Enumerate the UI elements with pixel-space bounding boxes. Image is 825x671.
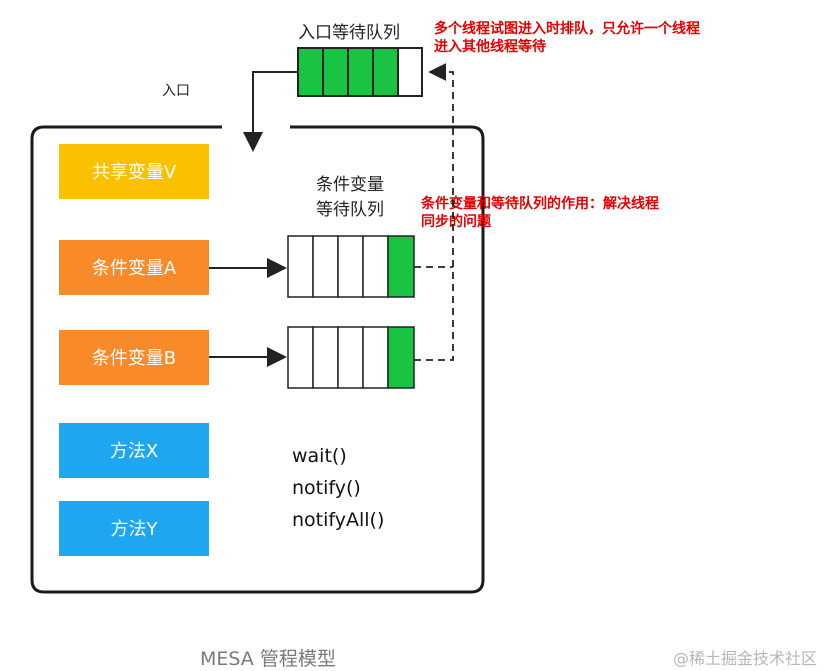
queue-cell: [347, 47, 374, 97]
queue-cell: [387, 235, 415, 298]
cond-a-queue: [287, 235, 415, 298]
monitor-boundary: [30, 125, 485, 594]
queue-cell-empty: [287, 326, 314, 389]
entry-queue-label: 入口等待队列: [298, 23, 400, 43]
cond-queue-label-line1: 条件变量: [316, 175, 384, 195]
entry-arrow: [243, 71, 298, 152]
note-entry-line2: 进入其他线程等待: [434, 38, 546, 55]
queue-cell-empty: [337, 235, 364, 298]
cond-a-box: [59, 240, 209, 295]
method-y-box: [59, 501, 209, 556]
note-cond-line2: 同步的问题: [421, 213, 492, 230]
queue-cell: [297, 47, 324, 97]
cond-b-box: [59, 330, 209, 385]
method-notify: notify(): [292, 477, 361, 499]
method-x-box: [59, 423, 209, 478]
queue-cell-empty: [362, 235, 389, 298]
method-x-label: 方法X: [110, 441, 158, 462]
queue-cell-empty: [287, 235, 314, 298]
cond-b-queue: [287, 326, 415, 389]
queue-cell-empty: [312, 235, 339, 298]
method-y-label: 方法Y: [111, 519, 159, 540]
queue-cell: [387, 326, 415, 389]
cond-queue-label-line2: 等待队列: [316, 200, 384, 220]
queue-cell-empty: [337, 326, 364, 389]
entry-label: 入口: [162, 83, 190, 99]
method-wait: wait(): [292, 445, 347, 467]
mesa-monitor-diagram: 入口等待队列 多个线程试图进入时排队，只允许一个线程 进入其他线程等待 入口 共…: [30, 20, 700, 594]
queue-cell-empty: [397, 47, 423, 97]
figure-caption: MESA 管程模型: [200, 648, 336, 670]
queue-cell: [372, 47, 399, 97]
cond-a-label: 条件变量A: [92, 258, 177, 279]
shared-var-label: 共享变量V: [92, 162, 177, 183]
watermark: @稀土掘金技术社区: [672, 649, 817, 668]
note-cond-line1: 条件变量和等待队列的作用：解决线程: [420, 195, 659, 212]
cond-b-label: 条件变量B: [92, 348, 176, 369]
queue-cell-empty: [312, 326, 339, 389]
queue-cell-empty: [362, 326, 389, 389]
cond-b-return-path: [414, 63, 454, 361]
queue-cell: [322, 47, 349, 97]
shared-var-box: [59, 144, 209, 199]
entry-queue: [297, 47, 423, 97]
note-entry-line1: 多个线程试图进入时排队，只允许一个线程: [434, 20, 700, 37]
method-notifyall: notifyAll(): [292, 509, 384, 531]
